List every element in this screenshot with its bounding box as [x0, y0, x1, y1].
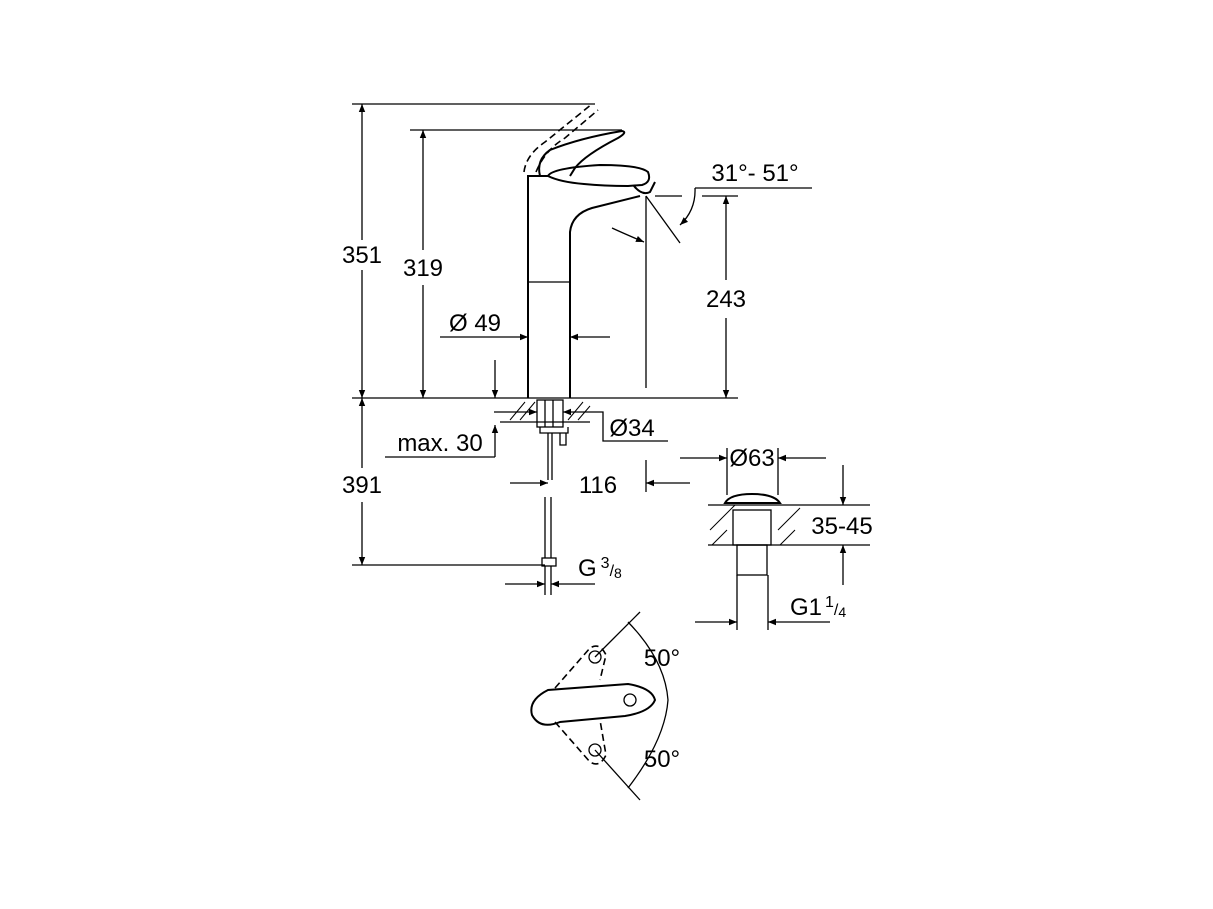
drain-view [680, 448, 870, 630]
dim-body-height: 319 [403, 255, 443, 282]
drain-thread-den: 4 [838, 604, 846, 620]
dim-overall-height: 351 [342, 242, 382, 269]
thread-den: 8 [614, 565, 622, 581]
drain-thread-num: 1 [825, 594, 834, 611]
dimension-lines [352, 103, 812, 588]
dim-drain-range: 35-45 [811, 513, 872, 540]
faucet-side-view [523, 103, 656, 398]
dim-spout-height: 243 [706, 286, 746, 313]
dim-body-diameter: Ø 49 [449, 310, 501, 337]
dim-below-height: 391 [342, 472, 382, 499]
handle-top-view [530, 611, 669, 801]
mounting-plate [500, 399, 591, 595]
dim-spout-reach: 116 [579, 472, 617, 499]
thread-main: G [578, 555, 597, 582]
dim-spout-angle: 31°- 51° [711, 160, 798, 187]
dim-handle-angle-up: 50° [644, 645, 680, 672]
dim-hole-diameter: Ø34 [609, 415, 654, 442]
drain-thread-main: G1 [790, 594, 822, 621]
thread-num: 3 [601, 555, 610, 572]
dim-drain-diameter: Ø63 [729, 445, 774, 472]
dim-handle-angle-down: 50° [644, 746, 680, 773]
dim-max-thickness: max. 30 [397, 430, 482, 457]
